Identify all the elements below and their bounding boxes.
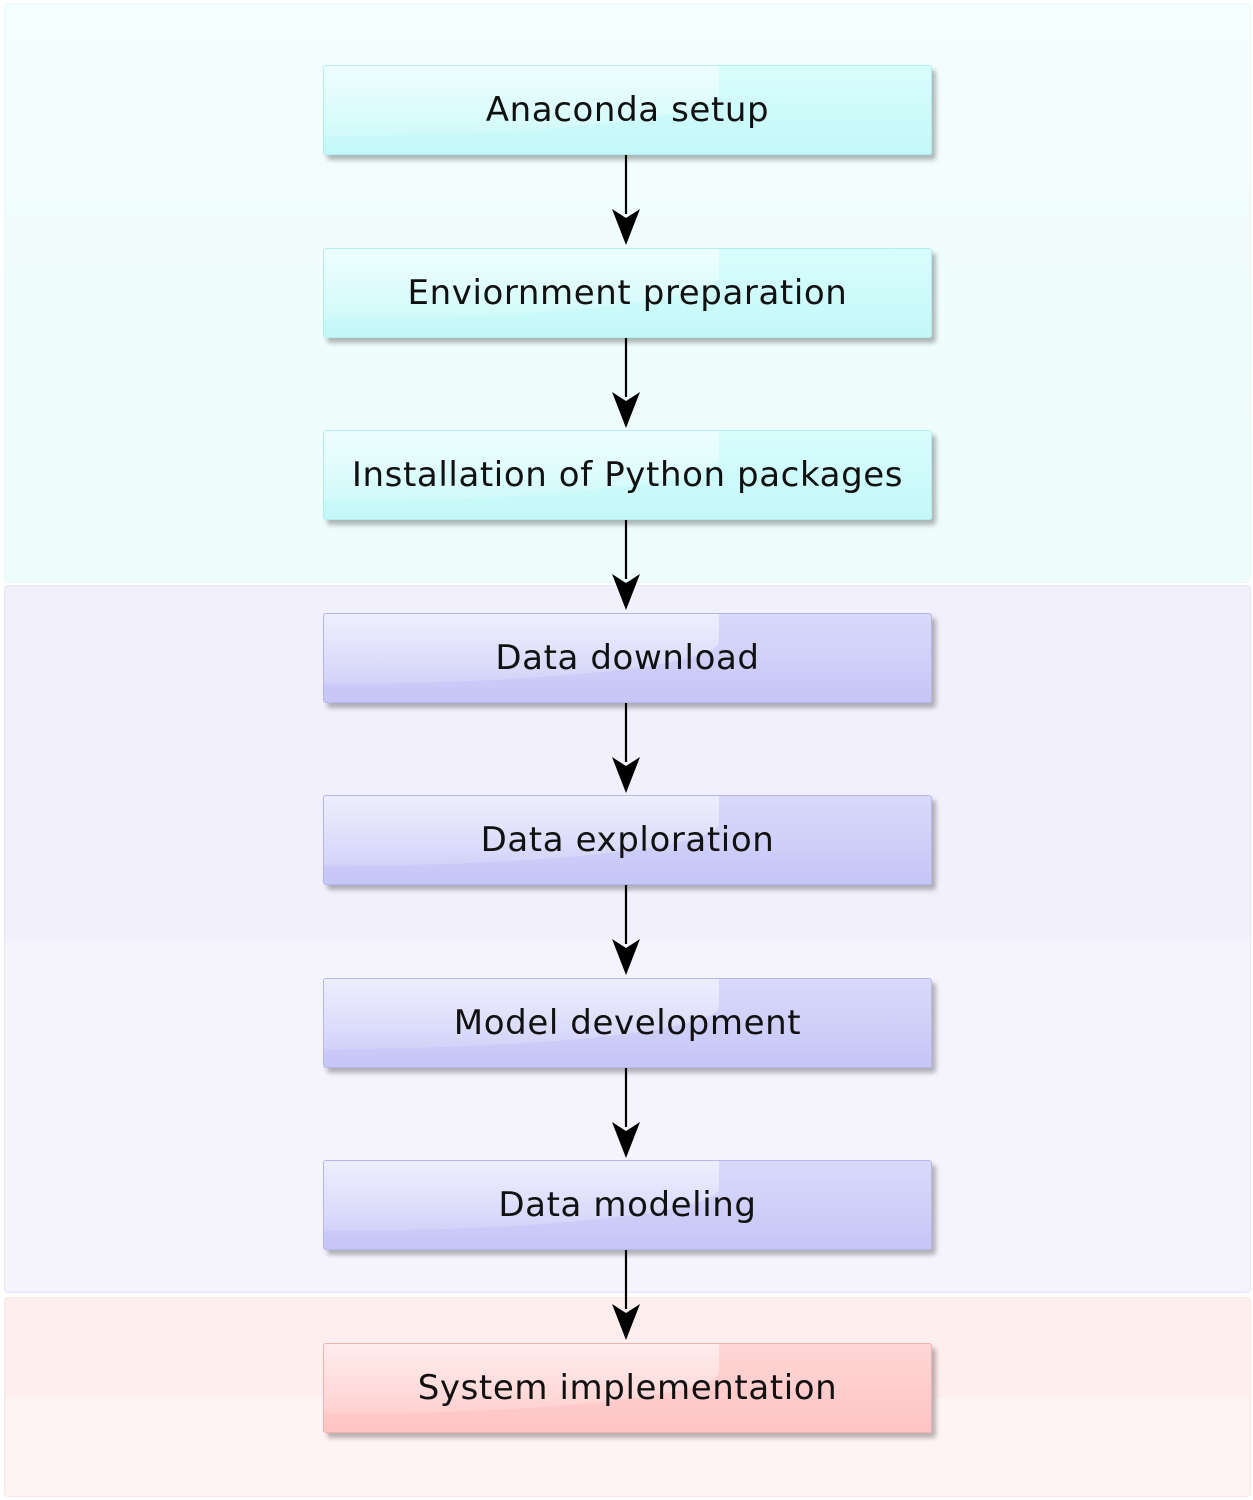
- step-label: Data download: [495, 638, 760, 678]
- arrow-1: [612, 154, 640, 245]
- step-label: System implementation: [417, 1368, 838, 1408]
- arrow-5: [612, 884, 640, 975]
- step-label: Anaconda setup: [485, 90, 770, 130]
- arrow-2: [612, 337, 640, 428]
- step-system-implementation: System implementation: [323, 1343, 932, 1433]
- step-label: Data modeling: [498, 1185, 757, 1225]
- step-data-exploration: Data exploration: [323, 795, 932, 885]
- arrow-7: [612, 1249, 640, 1340]
- step-environment-preparation: Enviornment preparation: [323, 248, 932, 338]
- step-data-modeling: Data modeling: [323, 1160, 932, 1250]
- step-install-python-packages: Installation of Python packages: [323, 430, 932, 520]
- step-label: Data exploration: [480, 820, 775, 860]
- arrow-3: [612, 519, 640, 610]
- step-data-download: Data download: [323, 613, 932, 703]
- step-model-development: Model development: [323, 978, 932, 1068]
- arrow-4: [612, 702, 640, 793]
- step-label: Model development: [453, 1003, 802, 1043]
- step-label: Enviornment preparation: [407, 273, 848, 313]
- step-anaconda-setup: Anaconda setup: [323, 65, 932, 155]
- step-label: Installation of Python packages: [351, 455, 904, 495]
- arrow-6: [612, 1067, 640, 1158]
